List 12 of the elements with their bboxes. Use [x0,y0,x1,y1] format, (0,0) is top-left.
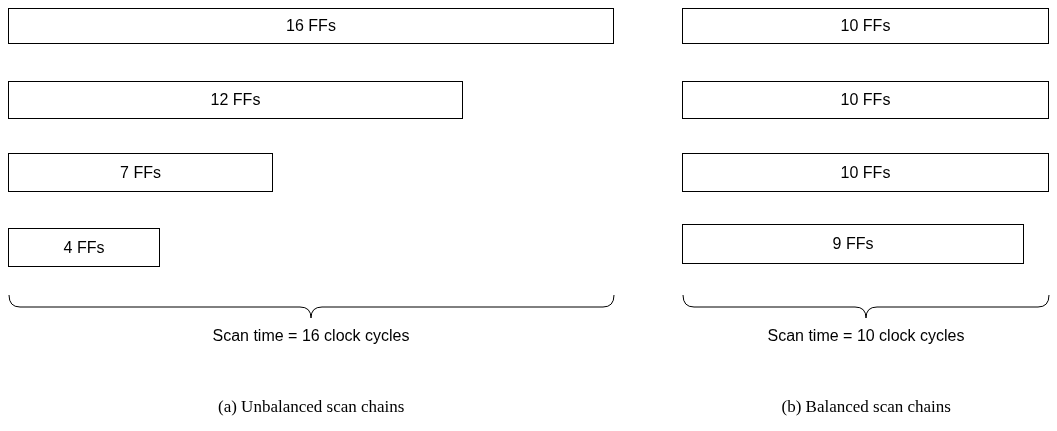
scan-chain-box: 10 FFs [682,8,1049,44]
scan-chain-box: 10 FFs [682,81,1049,119]
scan-chain-box: 7 FFs [8,153,273,192]
scan-chain-box: 10 FFs [682,153,1049,192]
scan-time-label: Scan time = 16 clock cycles [212,327,410,345]
scan-chain-box: 12 FFs [8,81,463,119]
scan-time-label: Scan time = 10 clock cycles [767,327,965,345]
figure-caption: (a) Unbalanced scan chains [218,397,405,417]
figure-caption: (b) Balanced scan chains [781,397,951,417]
scan-chain-box: 4 FFs [8,228,160,267]
scan-chain-box: 9 FFs [682,224,1024,264]
scan-chain-box: 16 FFs [8,8,614,44]
